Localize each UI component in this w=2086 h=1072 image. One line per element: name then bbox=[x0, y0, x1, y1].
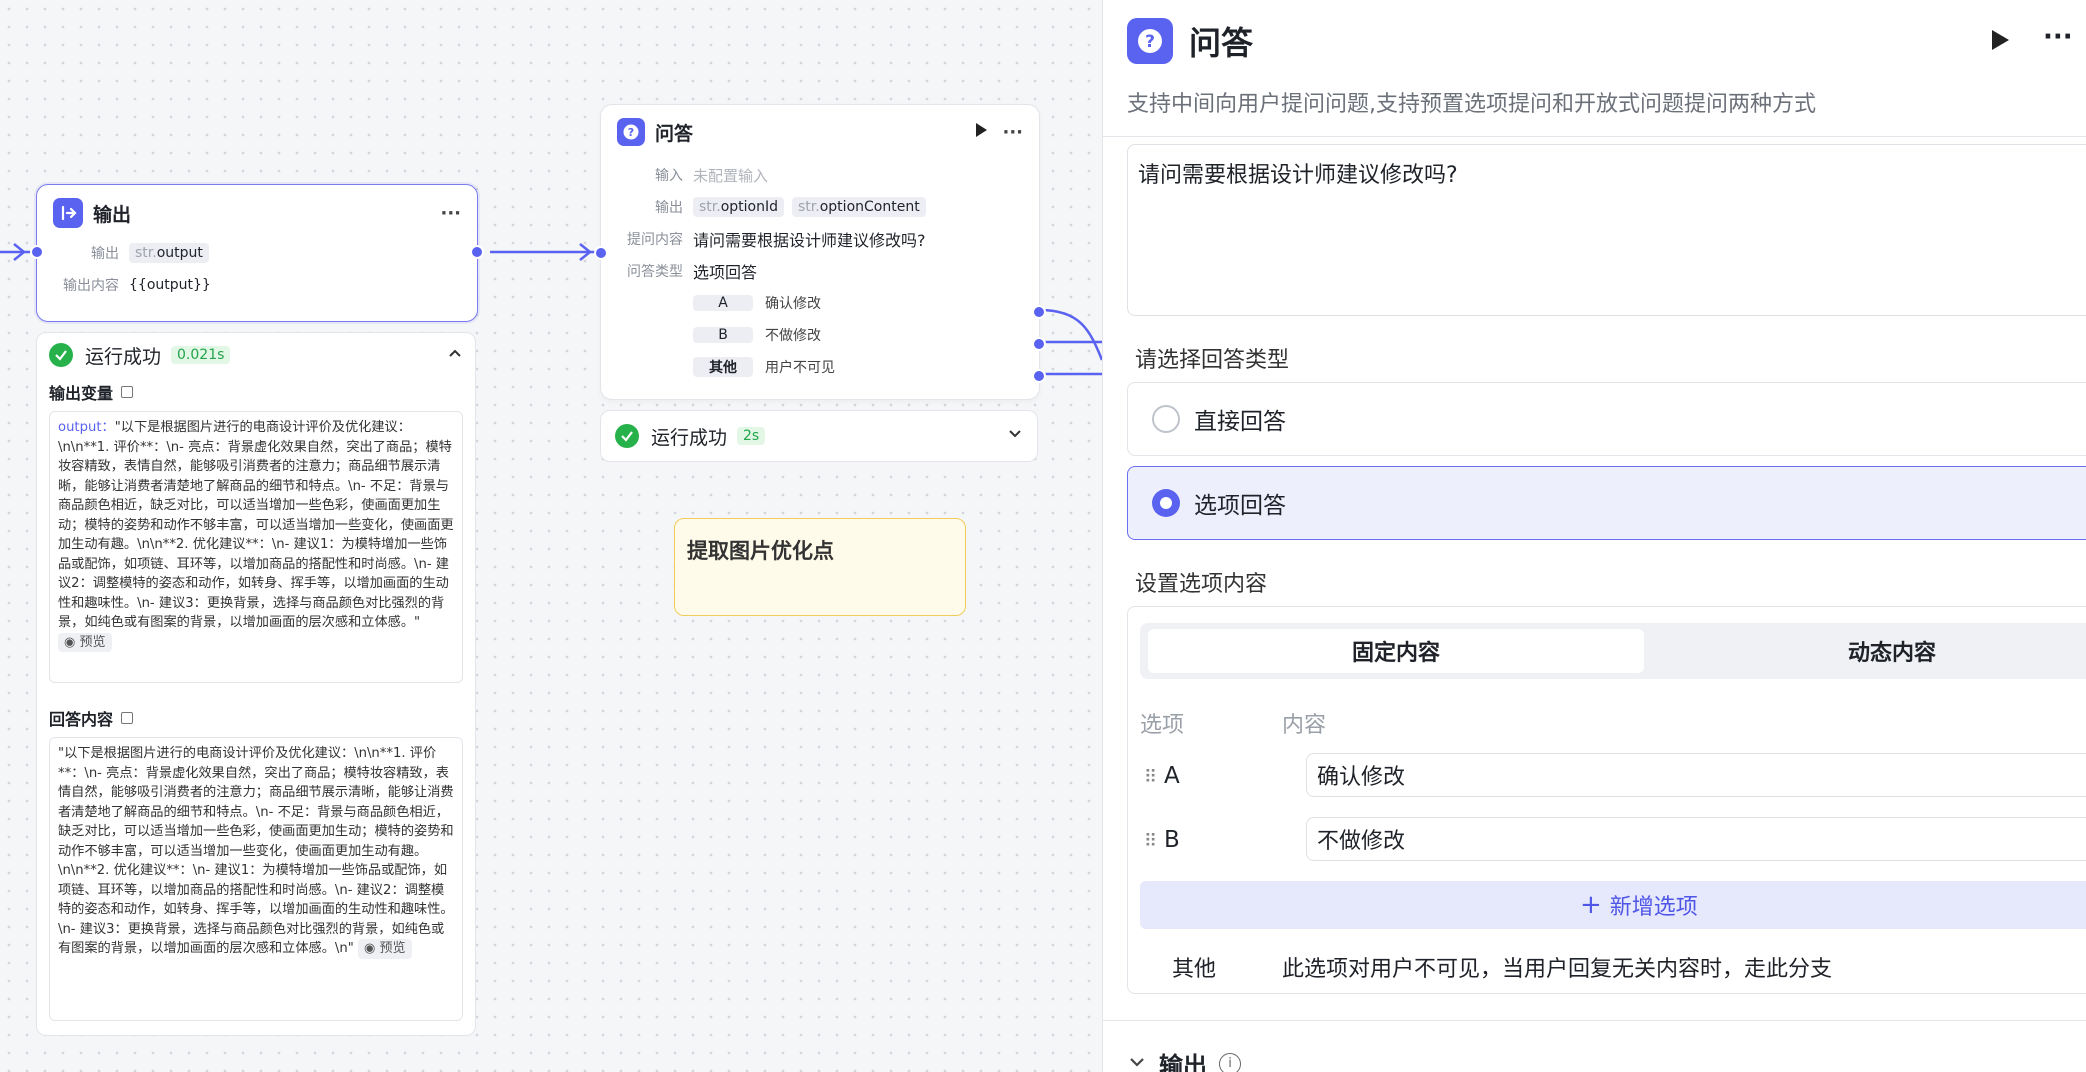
output-section-title: 输出 bbox=[1159, 1052, 1207, 1072]
output-var-tag: str.output bbox=[129, 243, 209, 263]
svg-text:?: ? bbox=[1145, 32, 1155, 52]
edge-option-a bbox=[1039, 308, 1102, 361]
options-tabs: 固定内容 动态内容 bbox=[1140, 623, 2086, 679]
drag-handle-icon[interactable]: ⠿ bbox=[1144, 767, 1158, 788]
options-card: 固定内容 动态内容 选项 内容 ⠿ A 确认修改 ⠿ B 不做修改 + 新增选项… bbox=[1127, 606, 2086, 994]
options-label: 设置选项内容 bbox=[1135, 572, 1268, 597]
input-handle[interactable] bbox=[30, 245, 44, 259]
success-check-icon bbox=[49, 343, 73, 367]
info-icon[interactable]: i bbox=[1219, 1052, 1241, 1072]
run-icon[interactable] bbox=[974, 122, 988, 143]
radio-circle[interactable] bbox=[1152, 405, 1180, 433]
output-run-result: 运行成功 0.021s 输出变量 output："以下是根据图片进行的电商设计评… bbox=[36, 332, 476, 1036]
edge-output-qa-arrow bbox=[579, 243, 593, 261]
qa-status-text: 运行成功 bbox=[651, 426, 728, 449]
add-option-button[interactable]: + 新增选项 bbox=[1140, 881, 2086, 929]
panel-qa-icon: ? bbox=[1127, 18, 1173, 64]
output-content-value: {{output}} bbox=[129, 277, 211, 293]
qa-question-label: 提问内容 bbox=[627, 232, 683, 248]
output-content-label: 输出内容 bbox=[63, 278, 119, 294]
other-option-desc: 此选项对用户不可见，当用户回复无关内容时，走此分支 bbox=[1282, 957, 1833, 982]
panel-description: 支持中间向用户提问问题,支持预置选项提问和开放式问题提问两种方式 bbox=[1127, 92, 1816, 117]
qa-type-label: 问答类型 bbox=[627, 264, 683, 280]
config-panel: ? 问答 ··· 支持中间向用户提问问题,支持预置选项提问和开放式问题提问两种方… bbox=[1102, 0, 2086, 1072]
answer-type-label: 请选择回答类型 bbox=[1135, 348, 1290, 373]
output-label: 输出 bbox=[91, 246, 119, 262]
qa-output-tag: str.optionContent bbox=[792, 197, 926, 217]
other-option-key: 其他 bbox=[1172, 957, 1217, 982]
panel-more-icon[interactable]: ··· bbox=[2043, 22, 2073, 52]
answer-content-title: 回答内容 bbox=[49, 710, 114, 729]
copy-icon[interactable] bbox=[121, 712, 134, 724]
col-content-header: 内容 bbox=[1282, 713, 1327, 738]
svg-text:?: ? bbox=[628, 126, 634, 139]
qa-input-value: 未配置输入 bbox=[693, 166, 769, 185]
option-a-handle[interactable] bbox=[1032, 305, 1046, 319]
output-vars-box: output："以下是根据图片进行的电商设计评价及优化建议：\n\n**1. 评… bbox=[49, 411, 463, 683]
output-node-title: 输出 bbox=[93, 203, 132, 226]
radio-option-answer[interactable]: 选项回答 bbox=[1127, 466, 2086, 540]
qa-option-row: A 确认修改 bbox=[601, 287, 1039, 319]
run-time-badge: 0.021s bbox=[171, 346, 231, 364]
option-key: B bbox=[1164, 827, 1180, 853]
option-other-handle[interactable] bbox=[1032, 369, 1046, 383]
plus-icon: + bbox=[1580, 890, 1602, 920]
option-b-handle[interactable] bbox=[1032, 337, 1046, 351]
note-text: 提取图片优化点 bbox=[687, 539, 834, 563]
output-node-icon bbox=[53, 198, 83, 228]
workflow-canvas[interactable]: 输出 ··· 输出 str.output 输出内容 {{output}} 运行成… bbox=[0, 0, 1102, 1072]
qa-time-badge: 2s bbox=[737, 427, 766, 445]
output-handle[interactable] bbox=[470, 245, 484, 259]
tab-dynamic-content[interactable]: 动态内容 bbox=[1847, 641, 1936, 666]
radio-circle-checked[interactable] bbox=[1152, 489, 1180, 517]
var-key: output bbox=[58, 420, 102, 435]
collapse-icon[interactable] bbox=[447, 345, 463, 365]
more-icon[interactable]: ··· bbox=[1002, 121, 1023, 143]
option-value-input[interactable]: 确认修改 bbox=[1306, 753, 2086, 797]
answer-content-box: "以下是根据图片进行的电商设计评价及优化建议：\n\n**1. 评价**：\n-… bbox=[49, 737, 463, 1021]
qa-question-value: 请问需要根据设计师建议修改吗? bbox=[693, 231, 926, 250]
qa-output-tag: str.optionId bbox=[693, 197, 785, 217]
option-key: A bbox=[1164, 763, 1180, 789]
qa-node-icon: ? bbox=[617, 118, 645, 146]
run-status-text: 运行成功 bbox=[85, 345, 162, 368]
question-textarea[interactable]: 请问需要根据设计师建议修改吗? bbox=[1127, 144, 2086, 316]
col-option-header: 选项 bbox=[1140, 713, 1185, 738]
edge-in-arrow bbox=[13, 243, 27, 261]
option-value-input[interactable]: 不做修改 bbox=[1306, 817, 2086, 861]
qa-type-value: 选项回答 bbox=[693, 263, 758, 282]
connection-lines bbox=[0, 243, 1102, 376]
qa-option-row: B 不做修改 bbox=[601, 319, 1039, 351]
preview-button[interactable]: ◉ 预览 bbox=[358, 939, 412, 959]
panel-title: 问答 bbox=[1189, 24, 1254, 62]
qa-input-handle[interactable] bbox=[594, 246, 608, 260]
var-text: "以下是根据图片进行的电商设计评价及优化建议：\n\n**1. 评价**：\n-… bbox=[58, 420, 454, 630]
radio-direct-answer[interactable]: 直接回答 bbox=[1127, 382, 2086, 456]
panel-run-icon[interactable] bbox=[1989, 28, 2011, 56]
qa-output-label: 输出 bbox=[655, 200, 683, 216]
chevron-down-icon[interactable] bbox=[1127, 1052, 1147, 1072]
qa-option-row: 其他 用户不可见 bbox=[601, 351, 1039, 383]
qa-input-label: 输入 bbox=[655, 168, 683, 184]
output-vars-title: 输出变量 bbox=[49, 384, 114, 403]
more-icon[interactable]: ··· bbox=[440, 202, 461, 224]
qa-run-status[interactable]: 运行成功 2s bbox=[600, 410, 1038, 462]
answer-text: "以下是根据图片进行的电商设计评价及优化建议：\n\n**1. 评价**：\n-… bbox=[58, 746, 454, 956]
copy-icon[interactable] bbox=[121, 386, 134, 398]
qa-node-title: 问答 bbox=[655, 122, 694, 145]
success-check-icon bbox=[615, 424, 639, 448]
drag-handle-icon[interactable]: ⠿ bbox=[1144, 831, 1158, 852]
output-node[interactable]: 输出 ··· 输出 str.output 输出内容 {{output}} bbox=[30, 184, 484, 322]
expand-icon[interactable] bbox=[1007, 426, 1023, 446]
qa-node[interactable]: ? 问答 ··· 输入 未配置输入 输出 str.optionId str.op… bbox=[594, 104, 1046, 400]
tab-fixed-content[interactable]: 固定内容 bbox=[1148, 629, 1644, 673]
note-card[interactable]: 提取图片优化点 bbox=[674, 518, 966, 616]
preview-button[interactable]: ◉ 预览 bbox=[58, 632, 112, 652]
